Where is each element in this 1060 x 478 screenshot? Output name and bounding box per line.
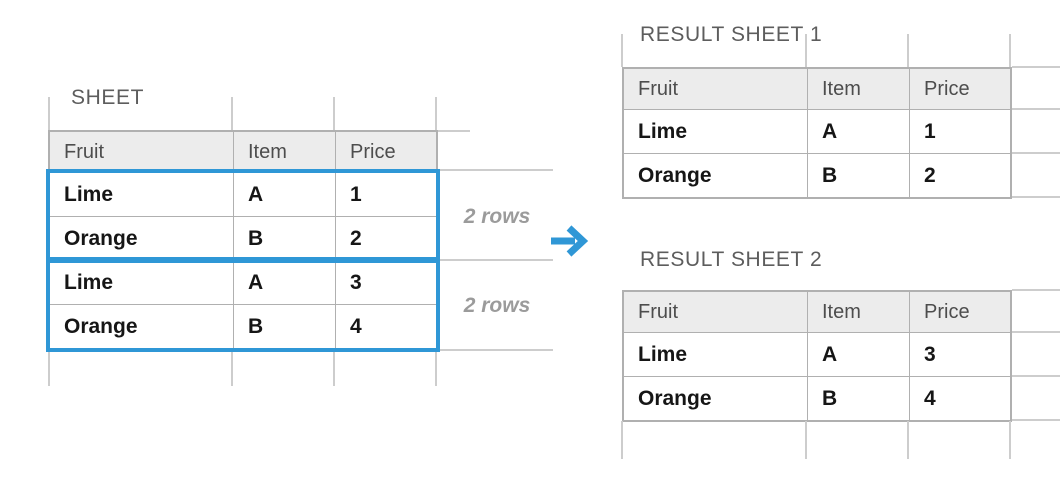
column-header-fruit: Fruit (638, 77, 678, 100)
grid-tick (907, 34, 909, 67)
column-header-fruit: Fruit (638, 300, 678, 323)
split-arrow-icon (551, 225, 589, 257)
cell-item: A (233, 173, 335, 216)
table-row: Orange B 2 (50, 216, 436, 260)
cell-price: 2 (909, 154, 1010, 197)
cell-fruit: Lime (638, 342, 688, 366)
grid-tick (231, 97, 233, 130)
cell-item: A (807, 110, 909, 153)
table-row: Lime A 1 (624, 109, 1010, 153)
source-sheet-title: SHEET (71, 86, 145, 109)
table-row: Lime A 3 (50, 260, 436, 304)
grid-line (1012, 152, 1060, 154)
column-header-price: Price (909, 292, 1010, 332)
grid-tick (333, 352, 335, 386)
table-row: Orange B 2 (624, 153, 1010, 197)
table-row: Lime A 1 (50, 172, 436, 216)
column-header-fruit: Fruit (64, 140, 104, 163)
column-header-price: Price (909, 69, 1010, 109)
cell-price: 3 (335, 261, 436, 304)
cell-price: 4 (335, 305, 436, 348)
column-header-item: Item (807, 69, 909, 109)
cell-item: B (807, 154, 909, 197)
cell-fruit: Orange (64, 314, 138, 338)
header-row: Fruit Item Price (624, 69, 1010, 109)
table-row: Orange B 4 (50, 304, 436, 348)
grid-tick (48, 97, 50, 130)
grid-line (438, 130, 470, 132)
grid-tick (435, 352, 437, 386)
grid-tick (621, 34, 623, 67)
grid-line (440, 259, 553, 261)
grid-tick (621, 421, 623, 459)
cell-price: 3 (909, 333, 1010, 376)
cell-item: A (233, 261, 335, 304)
grid-tick (1009, 421, 1011, 459)
header-row: Fruit Item Price (50, 132, 436, 172)
grid-tick (231, 352, 233, 386)
grid-line (1012, 108, 1060, 110)
cell-item: B (807, 377, 909, 420)
source-sheet-table: Fruit Item Price Lime A 1 Orange B 2 Lim… (48, 130, 438, 350)
cell-price: 1 (909, 110, 1010, 153)
cell-fruit: Orange (64, 226, 138, 250)
cell-item: B (233, 305, 335, 348)
result-sheet-1-title: RESULT SHEET 1 (640, 23, 823, 46)
grid-line (440, 169, 553, 171)
cell-fruit: Lime (64, 270, 114, 294)
grid-tick (333, 97, 335, 130)
result-sheet-1-table: Fruit Item Price Lime A 1 Orange B 2 (622, 67, 1012, 199)
grid-line (1012, 66, 1060, 68)
cell-fruit: Orange (638, 163, 712, 187)
grid-line (1012, 375, 1060, 377)
grid-tick (435, 97, 437, 130)
result-sheet-2-table: Fruit Item Price Lime A 3 Orange B 4 (622, 290, 1012, 422)
group-size-label-2: 2 rows (463, 294, 531, 317)
grid-line (440, 349, 553, 351)
grid-tick (805, 34, 807, 67)
grid-tick (907, 421, 909, 459)
cell-price: 2 (335, 217, 436, 260)
grid-tick (1009, 34, 1011, 67)
column-header-price: Price (335, 132, 436, 172)
table-row: Lime A 3 (624, 332, 1010, 376)
grid-tick (805, 421, 807, 459)
cell-price: 1 (335, 173, 436, 216)
cell-item: A (807, 333, 909, 376)
table-row: Orange B 4 (624, 376, 1010, 420)
grid-line (1012, 419, 1060, 421)
cell-item: B (233, 217, 335, 260)
cell-fruit: Orange (638, 386, 712, 410)
grid-line (1012, 331, 1060, 333)
column-header-item: Item (233, 132, 335, 172)
group-size-label-1: 2 rows (463, 205, 531, 228)
cell-fruit: Lime (64, 182, 114, 206)
grid-line (1012, 196, 1060, 198)
grid-line (1012, 289, 1060, 291)
grid-tick (48, 352, 50, 386)
cell-price: 4 (909, 377, 1010, 420)
header-row: Fruit Item Price (624, 292, 1010, 332)
column-header-item: Item (807, 292, 909, 332)
cell-fruit: Lime (638, 119, 688, 143)
result-sheet-2-title: RESULT SHEET 2 (640, 248, 823, 271)
